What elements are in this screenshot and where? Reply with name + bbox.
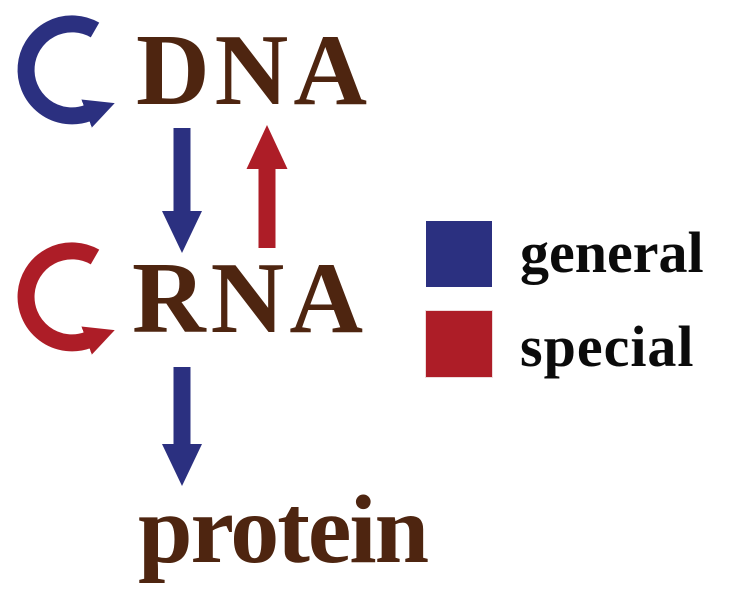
rna-self-replication-arrow-icon (17, 242, 115, 355)
protein-node-label: protein (138, 476, 429, 584)
rna-to-dna-arrow-icon (246, 125, 288, 248)
dna-self-replication-arrow-icon (17, 15, 115, 128)
dna-to-rna-arrow-icon (162, 128, 202, 253)
rna-node-label: RNA (132, 242, 368, 355)
legend-label-special: special (520, 314, 695, 379)
dna-node-label: DNA (136, 14, 372, 127)
legend-swatch-general (426, 221, 492, 287)
legend-label-general: general (520, 220, 704, 285)
legend-swatch-special (425, 310, 493, 378)
rna-to-protein-arrow-icon (162, 367, 202, 486)
